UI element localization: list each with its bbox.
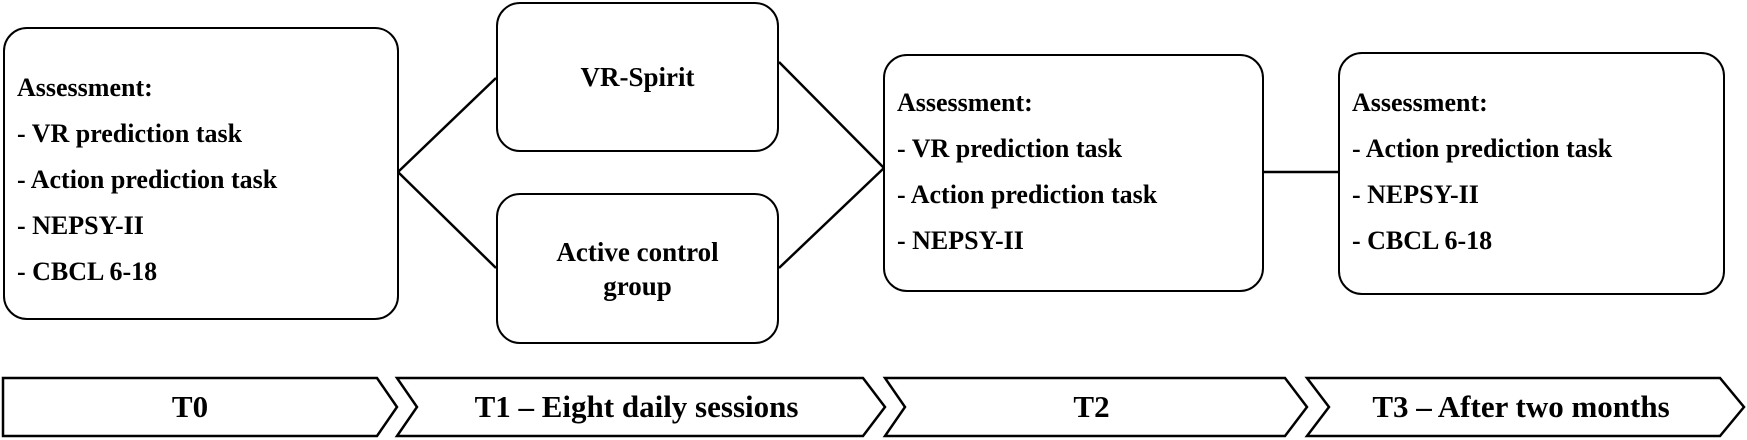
t3-assessment-item: - Action prediction task bbox=[1352, 134, 1613, 163]
t0-assessment-item: - NEPSY-II bbox=[17, 211, 144, 240]
t0-assessment-heading: Assessment: bbox=[17, 73, 153, 102]
t0-assessment-item: - CBCL 6-18 bbox=[17, 257, 158, 286]
connector-vr-spirit-to-t2 bbox=[778, 61, 885, 169]
connector-t0-to-vr-spirit bbox=[397, 77, 497, 173]
t2-assessment-item: - VR prediction task bbox=[897, 134, 1123, 163]
active-control-label-line1: Active control bbox=[556, 236, 719, 267]
timeline-label-t2: T2 bbox=[1073, 389, 1110, 424]
vr-spirit-box: VR-Spirit bbox=[496, 2, 779, 152]
t0-assessment-box: Assessment: - VR prediction task - Actio… bbox=[3, 27, 399, 320]
timeline-label-t3: T3 – After two months bbox=[1372, 389, 1670, 424]
timeline-arrow-t3 bbox=[1304, 376, 1746, 438]
timeline-label-t0: T0 bbox=[171, 389, 209, 424]
t2-assessment-item: - NEPSY-II bbox=[897, 226, 1024, 255]
timeline-label-t1: T1 – Eight daily sessions bbox=[474, 389, 799, 424]
t3-assessment-item: - CBCL 6-18 bbox=[1352, 226, 1493, 255]
t3-assessment-heading: Assessment: bbox=[1352, 88, 1488, 117]
t2-assessment-item: - Action prediction task bbox=[897, 180, 1158, 209]
timeline-arrow-t0 bbox=[1, 376, 399, 438]
connector-t0-to-active-control bbox=[397, 171, 497, 269]
t3-assessment-box: Assessment: - Action prediction task - N… bbox=[1338, 52, 1725, 295]
timeline-arrow-t1 bbox=[394, 376, 887, 438]
t3-assessment-item: - NEPSY-II bbox=[1352, 180, 1479, 209]
t0-assessment-item: - Action prediction task bbox=[17, 165, 278, 194]
t0-assessment-item: - VR prediction task bbox=[17, 119, 243, 148]
t2-assessment-heading: Assessment: bbox=[897, 88, 1033, 117]
vr-spirit-label: VR-Spirit bbox=[580, 62, 695, 92]
connector-active-control-to-t2 bbox=[778, 167, 885, 269]
timeline-arrow-t2 bbox=[882, 376, 1309, 438]
t2-assessment-box: Assessment: - VR prediction task - Actio… bbox=[883, 54, 1264, 292]
active-control-box: Active control group bbox=[496, 193, 779, 344]
active-control-label-line2: group bbox=[603, 270, 672, 301]
